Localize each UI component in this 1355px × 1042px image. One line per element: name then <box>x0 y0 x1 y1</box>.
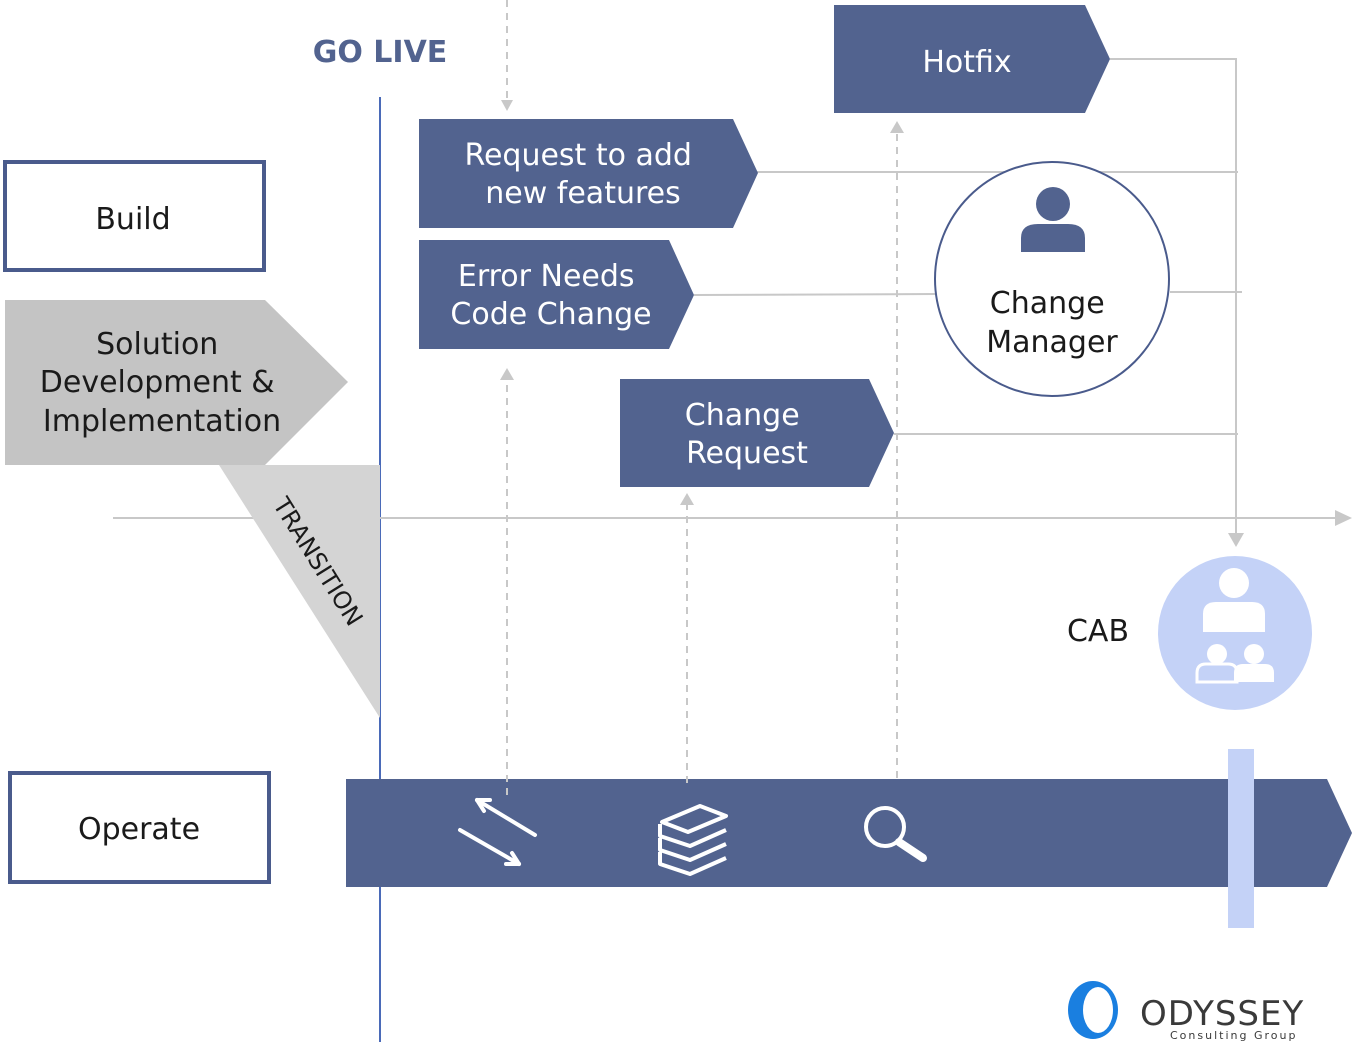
request-new-features-line-1: Request to add <box>464 138 692 173</box>
request-hotfix-label: Hotfix <box>922 45 1011 80</box>
books-stack-icon <box>658 804 728 876</box>
phase-solution-line-2: Development & <box>40 365 275 400</box>
phase-solution-development: Solution Development & Implementation <box>5 300 348 465</box>
arrowhead-hotfix-up <box>890 121 904 133</box>
cab-label: CAB <box>1067 614 1129 649</box>
cab: CAB <box>1067 556 1312 710</box>
operate-band <box>346 779 1352 887</box>
phase-solution-label: Solution Development & Implementation <box>40 327 284 439</box>
magnifier-icon <box>864 806 927 862</box>
dashed-arrowheads <box>500 100 904 505</box>
phase-operate-label: Operate <box>78 812 200 847</box>
phase-transition: TRANSITION <box>219 465 380 718</box>
dashed-connectors <box>506 0 898 795</box>
change-manager: Change Manager <box>934 161 1170 397</box>
arrowhead-top-inbound <box>501 100 513 111</box>
exchange-arrows-icon <box>458 798 537 866</box>
phase-build: Build <box>3 160 266 272</box>
connector-error <box>693 293 937 296</box>
change-manager-line-1: Change <box>990 286 1105 321</box>
cab-milestone-bar <box>1228 749 1254 928</box>
change-manager-line-2: Manager <box>986 325 1118 360</box>
connector-hotfix <box>1110 58 1237 538</box>
request-change-request-line-2: Request <box>686 436 808 471</box>
logo-name: ODYSSEY <box>1140 994 1304 1034</box>
request-error-label: Error Needs Code Change <box>450 259 651 332</box>
arrowhead-change-request-up <box>680 493 694 505</box>
arrowhead-error-up <box>500 368 514 380</box>
timeline-arrowhead <box>1335 510 1352 526</box>
request-new-features-label: Request to add new features <box>464 138 701 211</box>
phase-solution-line-1: Solution <box>96 327 218 362</box>
request-hotfix: Hotfix <box>834 5 1110 113</box>
solid-connectors <box>693 58 1242 538</box>
phase-build-label: Build <box>95 202 170 237</box>
request-change-request: Change Request <box>620 379 894 487</box>
change-manager-label: Change Manager <box>986 286 1118 360</box>
request-error-line-1: Error Needs <box>458 259 635 294</box>
request-new-features: Request to add new features <box>419 119 758 228</box>
request-new-features-line-2: new features <box>485 176 680 211</box>
request-error-line-2: Code Change <box>450 297 651 332</box>
person-icon <box>1021 187 1085 252</box>
go-live-title: GO LIVE <box>313 35 448 70</box>
odyssey-logo: ODYSSEY Consulting Group <box>1068 981 1304 1042</box>
request-change-request-label: Change Request <box>685 398 809 471</box>
arrowhead-to-cab <box>1228 533 1244 547</box>
phase-solution-line-3: Implementation <box>43 404 281 439</box>
phase-operate: Operate <box>8 771 271 884</box>
request-change-request-line-1: Change <box>685 398 800 433</box>
logo-tagline: Consulting Group <box>1170 1029 1297 1042</box>
request-error-code-change: Error Needs Code Change <box>419 240 694 349</box>
group-icon <box>1195 568 1274 684</box>
